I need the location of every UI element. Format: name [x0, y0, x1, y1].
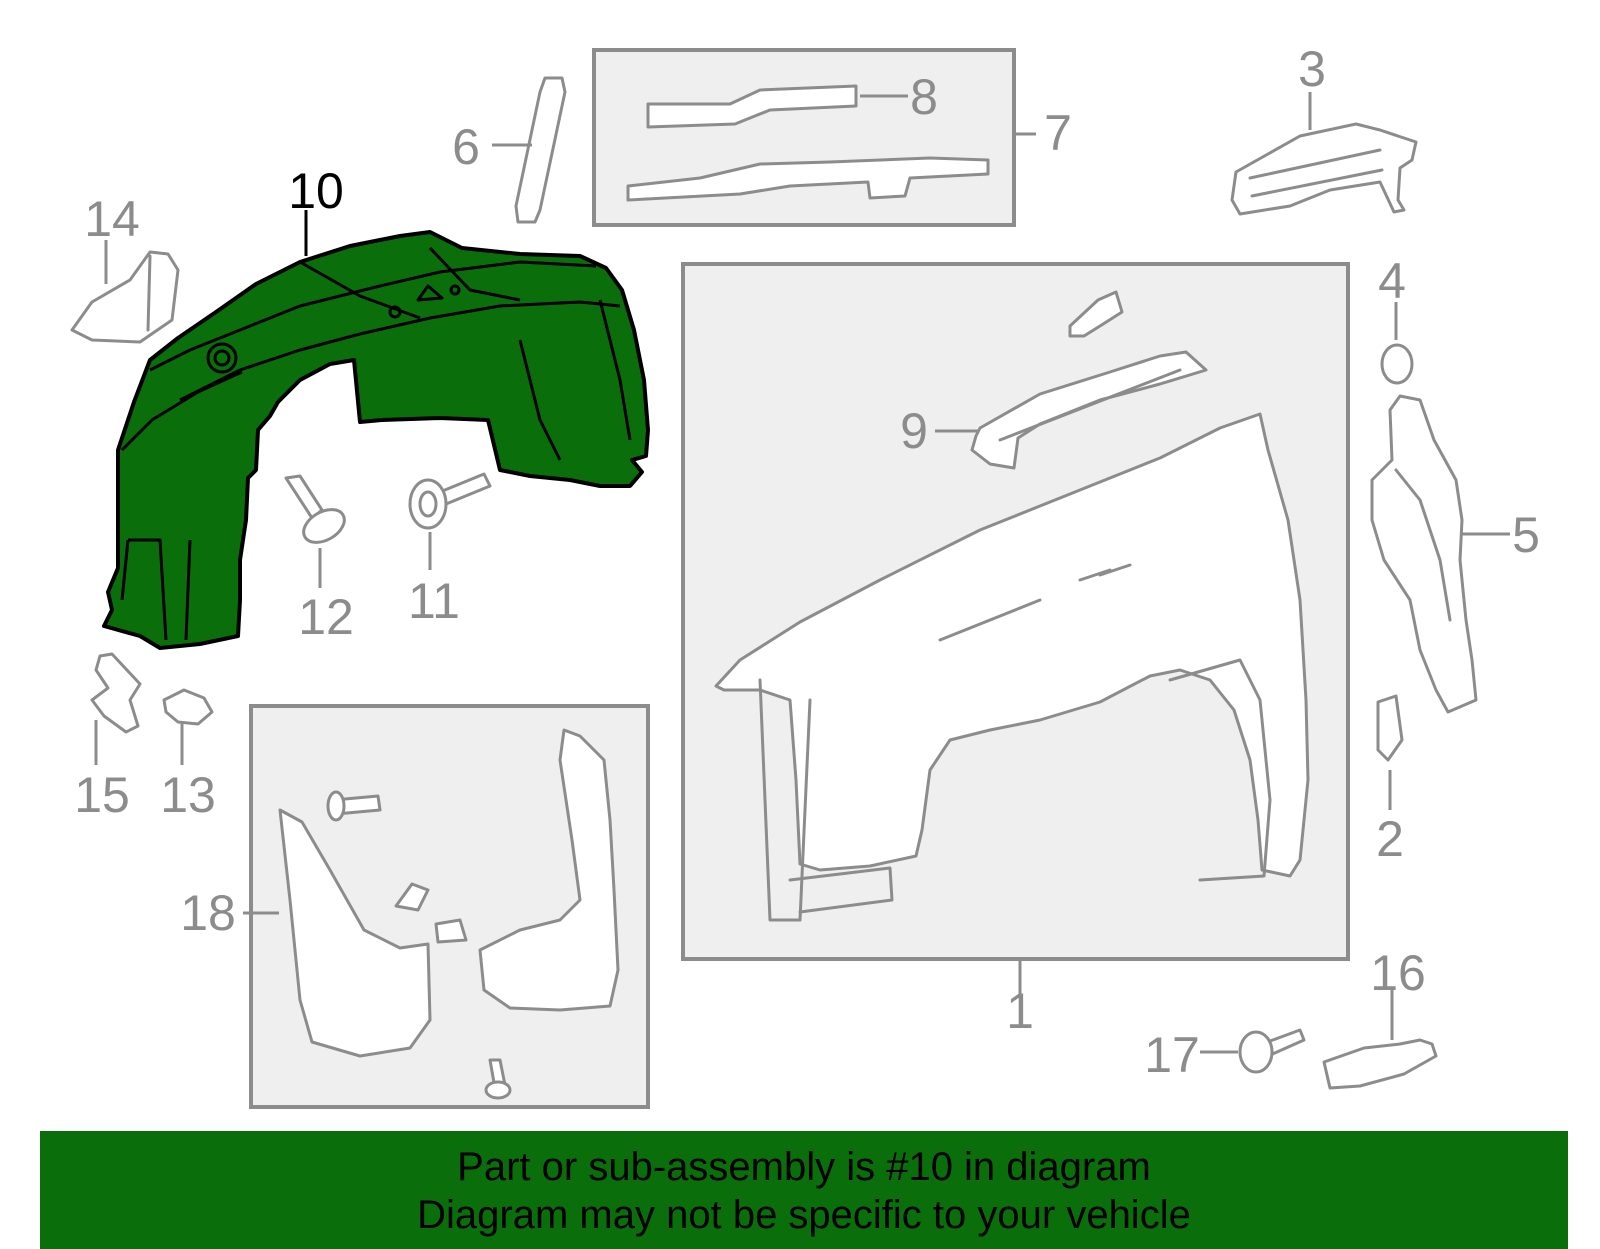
part-16-bracket[interactable] — [1322, 1038, 1438, 1090]
label-18: 18 — [180, 885, 236, 941]
label-11: 11 — [408, 573, 460, 629]
label-5: 5 — [1512, 507, 1540, 563]
label-10: 10 — [288, 163, 344, 219]
label-4: 4 — [1378, 253, 1406, 309]
label-7: 7 — [1044, 105, 1072, 161]
part-14-bracket[interactable] — [70, 250, 180, 344]
part-2-seal[interactable] — [1376, 694, 1404, 762]
part-12-screw[interactable] — [284, 474, 350, 549]
leader-lines — [94, 92, 1510, 1054]
label-3: 3 — [1298, 41, 1326, 97]
label-14: 14 — [84, 191, 140, 247]
label-15: 15 — [74, 767, 130, 823]
part-6-strap[interactable] — [514, 76, 567, 224]
label-9: 9 — [900, 403, 928, 459]
banner-line-2: Diagram may not be specific to your vehi… — [417, 1193, 1191, 1237]
label-1: 1 — [1006, 983, 1034, 1039]
label-2: 2 — [1376, 811, 1404, 867]
label-12: 12 — [298, 589, 354, 645]
info-banner: Part or sub-assembly is #10 in diagram D… — [40, 1131, 1568, 1249]
part-7-rail[interactable] — [626, 156, 990, 202]
label-17: 17 — [1144, 1027, 1200, 1083]
part-4-grommet[interactable] — [1380, 343, 1414, 385]
part-1-fender[interactable] — [714, 412, 1310, 922]
label-16: 16 — [1370, 945, 1426, 1001]
part-10-wheelhouse-liner[interactable] — [102, 230, 650, 650]
part-11-bolt[interactable] — [408, 472, 492, 530]
part-8-rail[interactable] — [646, 84, 858, 129]
part-15-clip[interactable] — [90, 652, 142, 734]
part-5-seal[interactable] — [1370, 394, 1478, 714]
part-17-bolt[interactable] — [1238, 1028, 1306, 1074]
label-6: 6 — [452, 119, 480, 175]
label-13: 13 — [160, 767, 216, 823]
part-3-bracket[interactable] — [1230, 122, 1418, 216]
label-8: 8 — [910, 69, 938, 125]
part-18-mud-flap-kit[interactable] — [278, 728, 620, 1100]
part-9-bracket[interactable] — [970, 290, 1208, 470]
part-13-clip[interactable] — [162, 688, 214, 726]
banner-line-1: Part or sub-assembly is #10 in diagram — [457, 1145, 1151, 1189]
